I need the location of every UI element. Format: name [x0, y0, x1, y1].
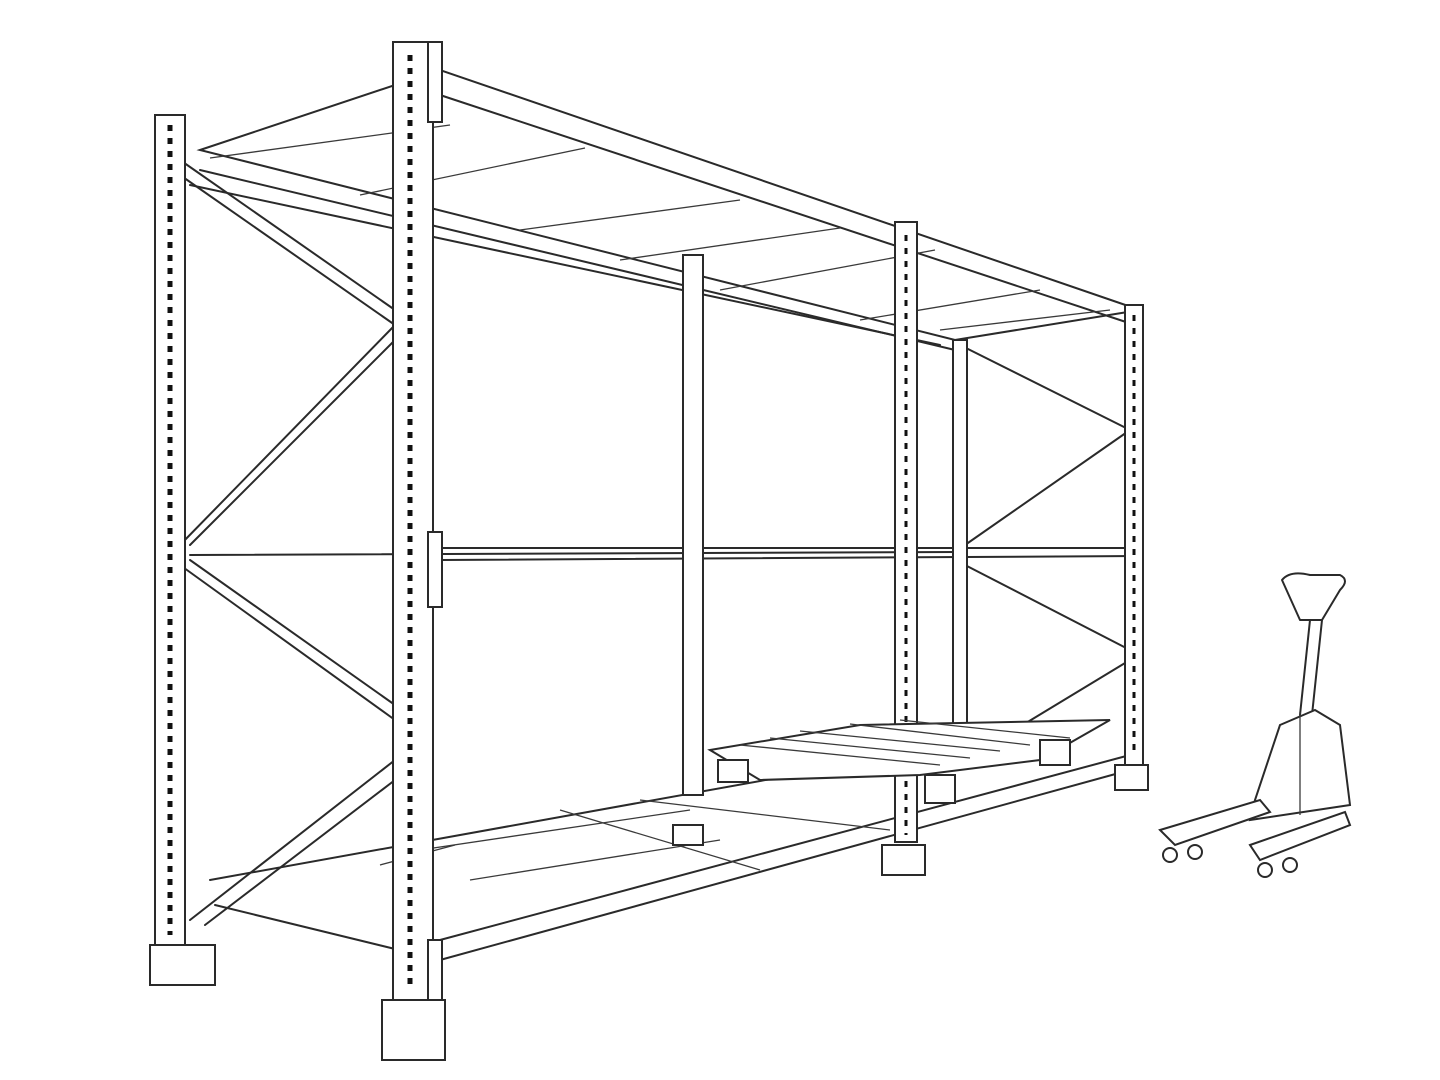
upright-back-left [149, 114, 216, 986]
pallet-jack [1158, 572, 1352, 878]
left-frame-bracing [179, 159, 396, 926]
bottom-beams [209, 744, 1131, 961]
upright-back-right [952, 339, 968, 761]
pallet [707, 719, 1111, 804]
middle-beams [189, 547, 1141, 561]
upright-front-left [381, 41, 446, 1061]
top-beams [189, 68, 1141, 351]
upright-back-middle [672, 254, 704, 846]
right-frame-bracing [959, 344, 1131, 761]
upright-front-right [1114, 304, 1149, 791]
